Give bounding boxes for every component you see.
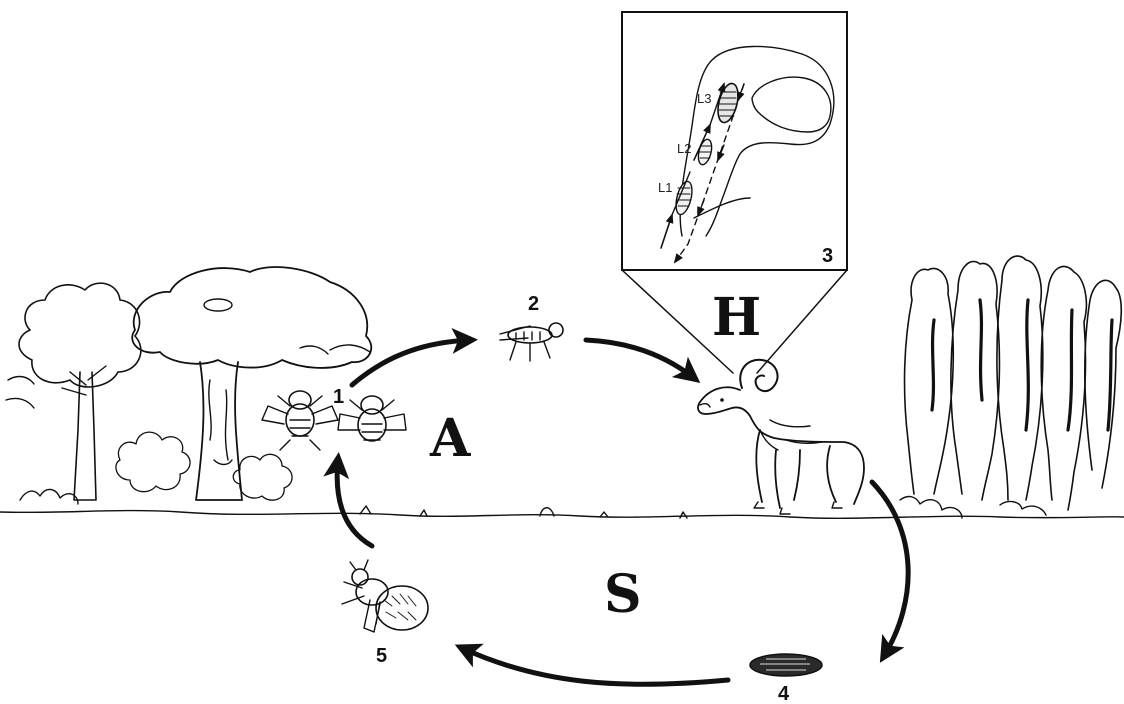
larva-label-l2: L2 xyxy=(677,141,691,156)
stage-label-3: 3 xyxy=(822,245,833,267)
ground-tufts xyxy=(360,506,687,518)
ground-line xyxy=(0,511,1124,519)
poplar-trees-right xyxy=(900,256,1121,518)
adult-fly-left xyxy=(262,391,338,450)
phase-label-a: A xyxy=(429,408,471,469)
larva-label-l3: L3 xyxy=(697,91,711,106)
adult-fly-right xyxy=(338,396,406,441)
larva-label-l1: L1 xyxy=(658,180,672,195)
stage-label-2: 2 xyxy=(528,293,539,315)
stage-label-1: 1 xyxy=(333,386,344,408)
stage-label-4: 4 xyxy=(778,683,790,704)
ram-host xyxy=(698,360,864,514)
arrow-5-to-1 xyxy=(337,460,372,546)
arrow-host-to-4 xyxy=(872,482,908,656)
arrow-2-to-host xyxy=(586,340,694,378)
phase-label-h: H xyxy=(712,287,761,348)
stage-label-5: 5 xyxy=(376,645,387,667)
arrow-1-to-2 xyxy=(352,340,470,385)
forest-trees-left xyxy=(6,267,371,504)
phase-label-s: S xyxy=(604,564,642,625)
flying-fly xyxy=(500,323,563,361)
arrow-4-to-5 xyxy=(462,648,728,684)
pupa xyxy=(750,654,822,676)
emerging-fly xyxy=(342,560,428,632)
